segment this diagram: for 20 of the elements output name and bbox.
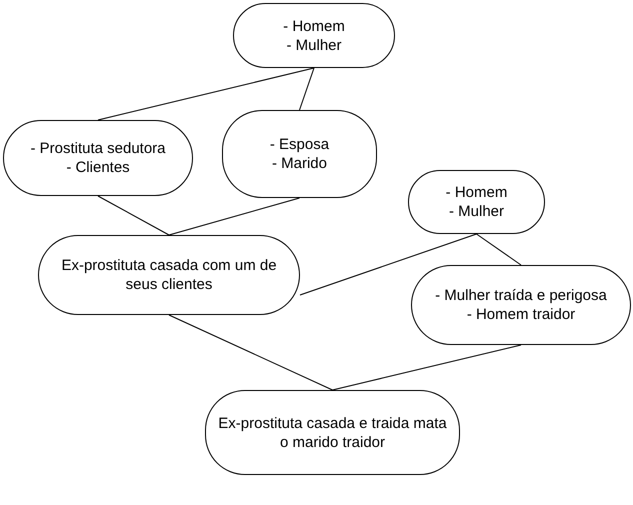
box-text: - Clientes <box>66 158 130 177</box>
box-text: - Esposa <box>270 135 330 154</box>
box-text: - Mulher <box>448 202 504 221</box>
box-text: Ex-prostituta casada com um de seus clientes <box>60 256 278 294</box>
box-text: Ex-prostituta casada e traida mata o marido traidor <box>217 414 448 452</box>
connector-line <box>168 198 300 236</box>
box-text: - Marido <box>272 154 327 173</box>
connector-line <box>98 68 314 120</box>
box-text: - Homem traidor <box>466 305 576 324</box>
connector-line <box>98 196 170 236</box>
box-text: - Mulher traída e perigosa <box>435 286 607 305</box>
connector-line <box>299 68 314 110</box>
box-text: - Prostituta sedutora <box>30 139 166 158</box>
box-text: - Homem <box>446 183 508 202</box>
connector-line <box>332 344 522 390</box>
box-text: - Mulher <box>286 36 342 54</box>
connector-line <box>476 234 522 266</box>
connector-line <box>300 234 477 296</box>
connector-line <box>168 314 333 390</box>
box-text: - Homem <box>283 16 345 36</box>
